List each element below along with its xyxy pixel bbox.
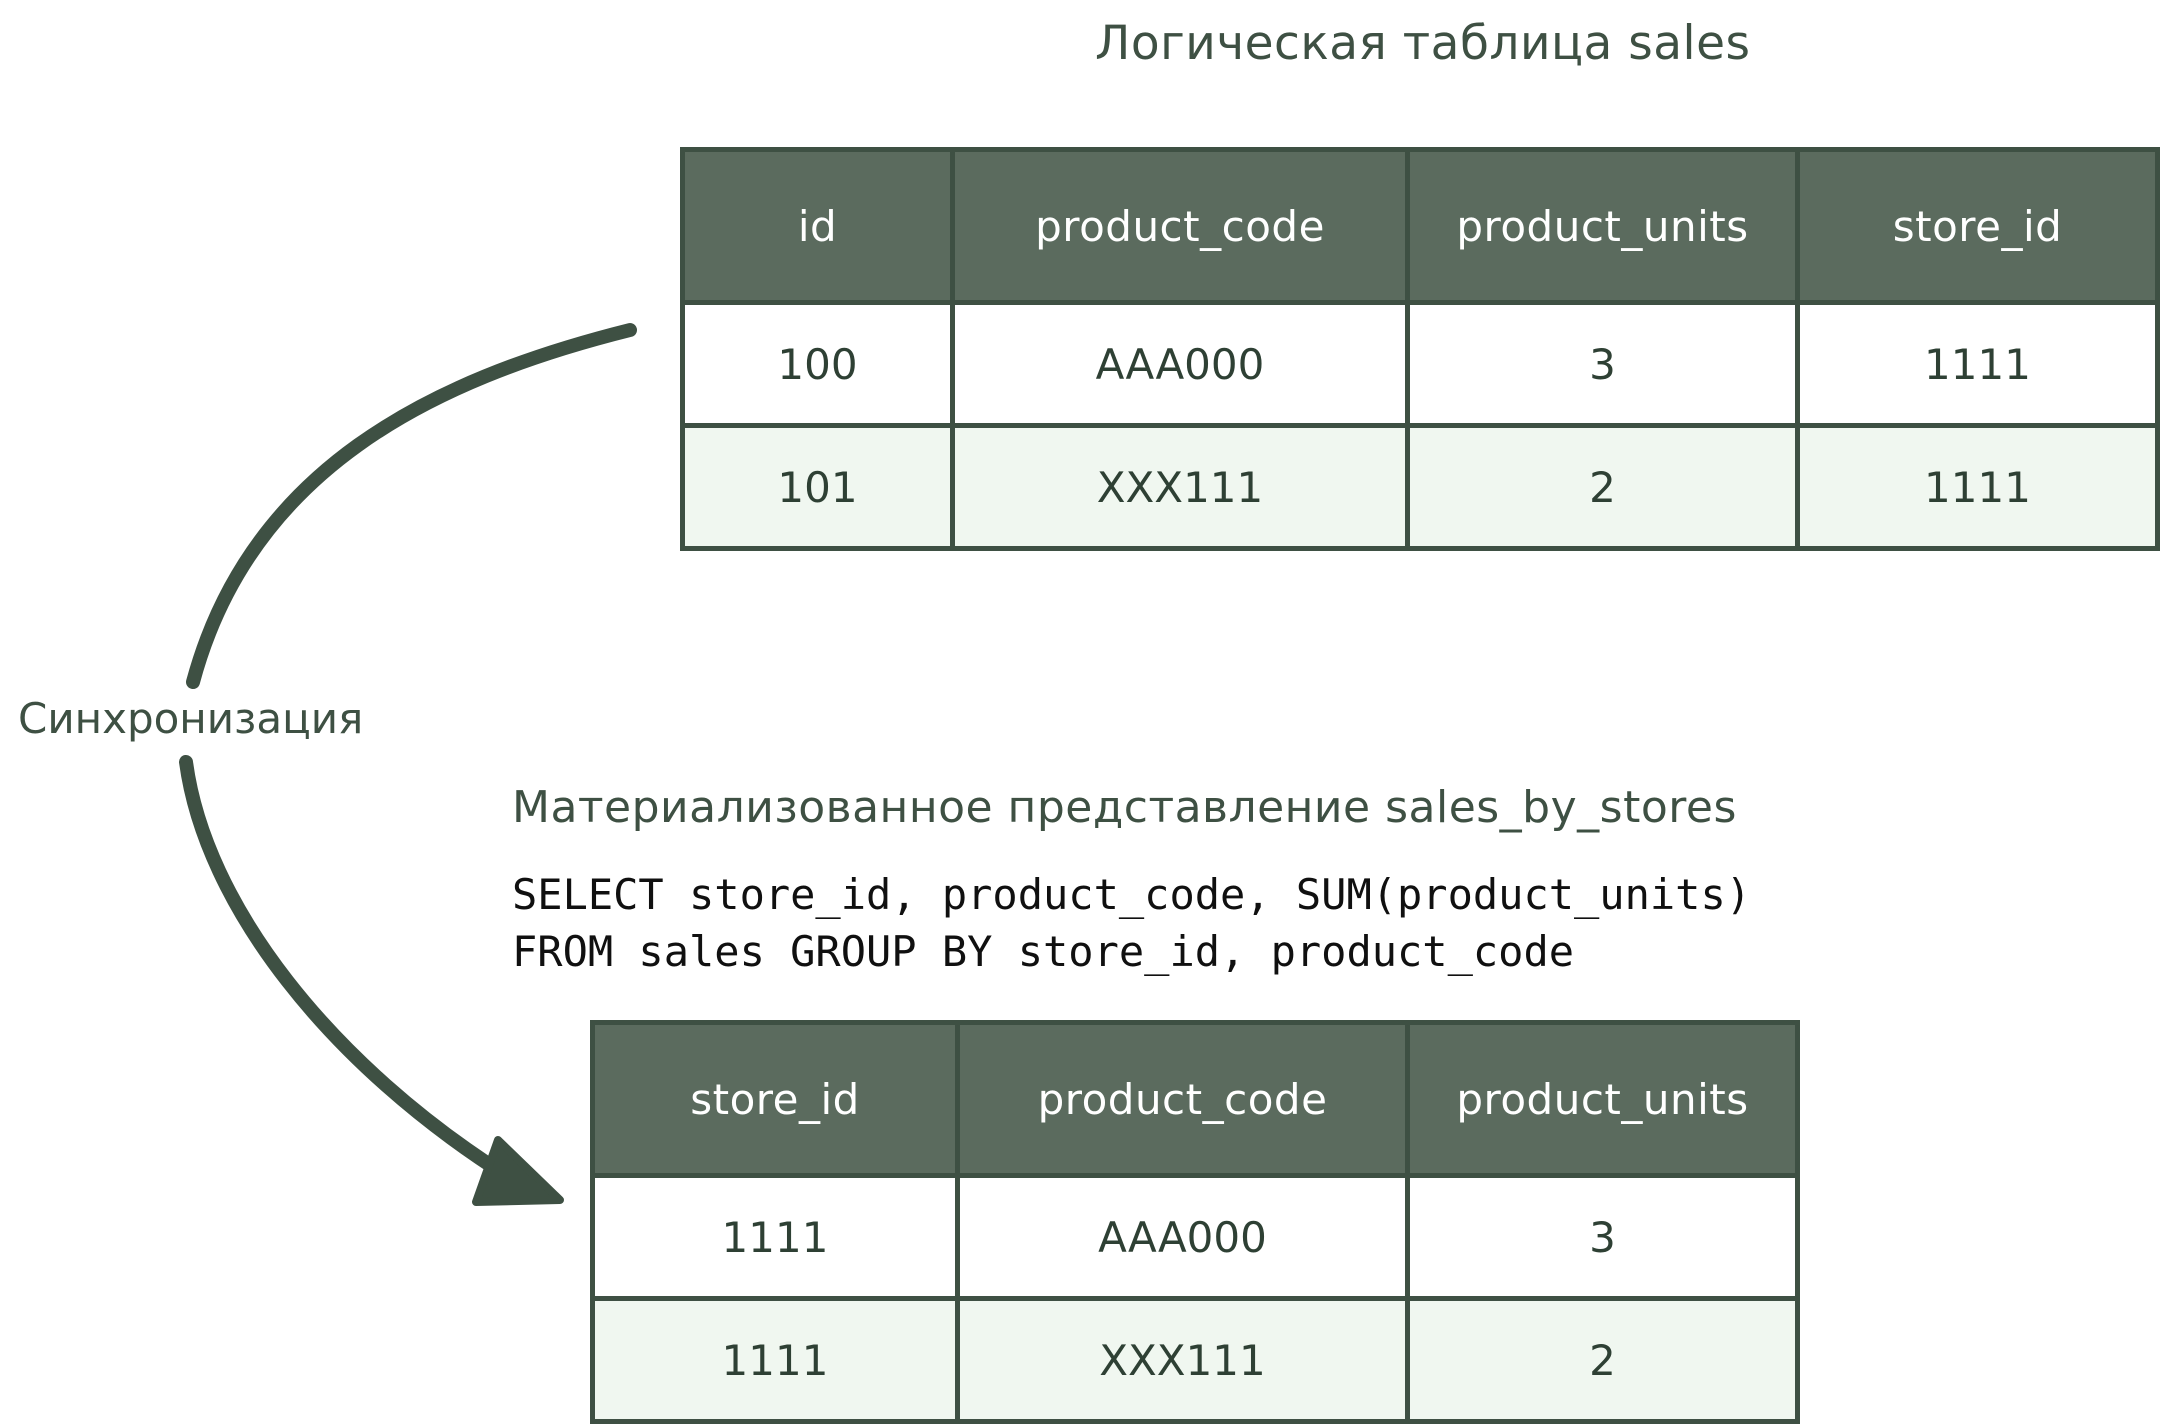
cell-product-units: 3 [1405, 1173, 1800, 1301]
sync-arrowhead-icon [472, 1136, 564, 1206]
column-header-product-code: product_code [955, 1020, 1410, 1178]
column-header-product-units: product_units [1405, 147, 1800, 305]
cell-product-units: 2 [1405, 1296, 1800, 1424]
cell-id: 100 [680, 300, 955, 428]
materialized-view-title: Материализованное представление sales_by… [512, 782, 1737, 833]
cell-store-id: 1111 [590, 1296, 960, 1424]
column-header-product-code: product_code [950, 147, 1410, 305]
materialized-view-table: store_id product_code product_units 1111… [590, 1020, 1800, 1424]
cell-store-id: 1111 [1795, 300, 2160, 428]
sync-arrow-lower-curve [179, 755, 517, 1185]
column-header-store-id: store_id [1795, 147, 2160, 305]
cell-product-code: XXX111 [950, 423, 1410, 551]
sync-arrow-upper-curve [186, 323, 637, 689]
column-header-product-units: product_units [1405, 1020, 1800, 1178]
sync-label: Синхронизация [18, 694, 364, 743]
logical-table-title: Логическая таблица sales [1095, 16, 1751, 71]
materialized-view-sql: SELECT store_id, product_code, SUM(produ… [512, 870, 1752, 976]
cell-id: 101 [680, 423, 955, 551]
table-header-row: id product_code product_units store_id [680, 147, 2160, 305]
table-row: 101 XXX111 2 1111 [680, 423, 2160, 551]
logical-table: id product_code product_units store_id 1… [680, 147, 2160, 551]
table-row: 1111 XXX111 2 [590, 1296, 1800, 1424]
cell-product-code: AAA000 [955, 1173, 1410, 1301]
cell-product-code: AAA000 [950, 300, 1410, 428]
column-header-id: id [680, 147, 955, 305]
cell-product-units: 2 [1405, 423, 1800, 551]
column-header-store-id: store_id [590, 1020, 960, 1178]
cell-store-id: 1111 [1795, 423, 2160, 551]
cell-product-units: 3 [1405, 300, 1800, 428]
table-header-row: store_id product_code product_units [590, 1020, 1800, 1178]
table-row: 100 AAA000 3 1111 [680, 300, 2160, 428]
table-row: 1111 AAA000 3 [590, 1173, 1800, 1301]
cell-product-code: XXX111 [955, 1296, 1410, 1424]
cell-store-id: 1111 [590, 1173, 960, 1301]
